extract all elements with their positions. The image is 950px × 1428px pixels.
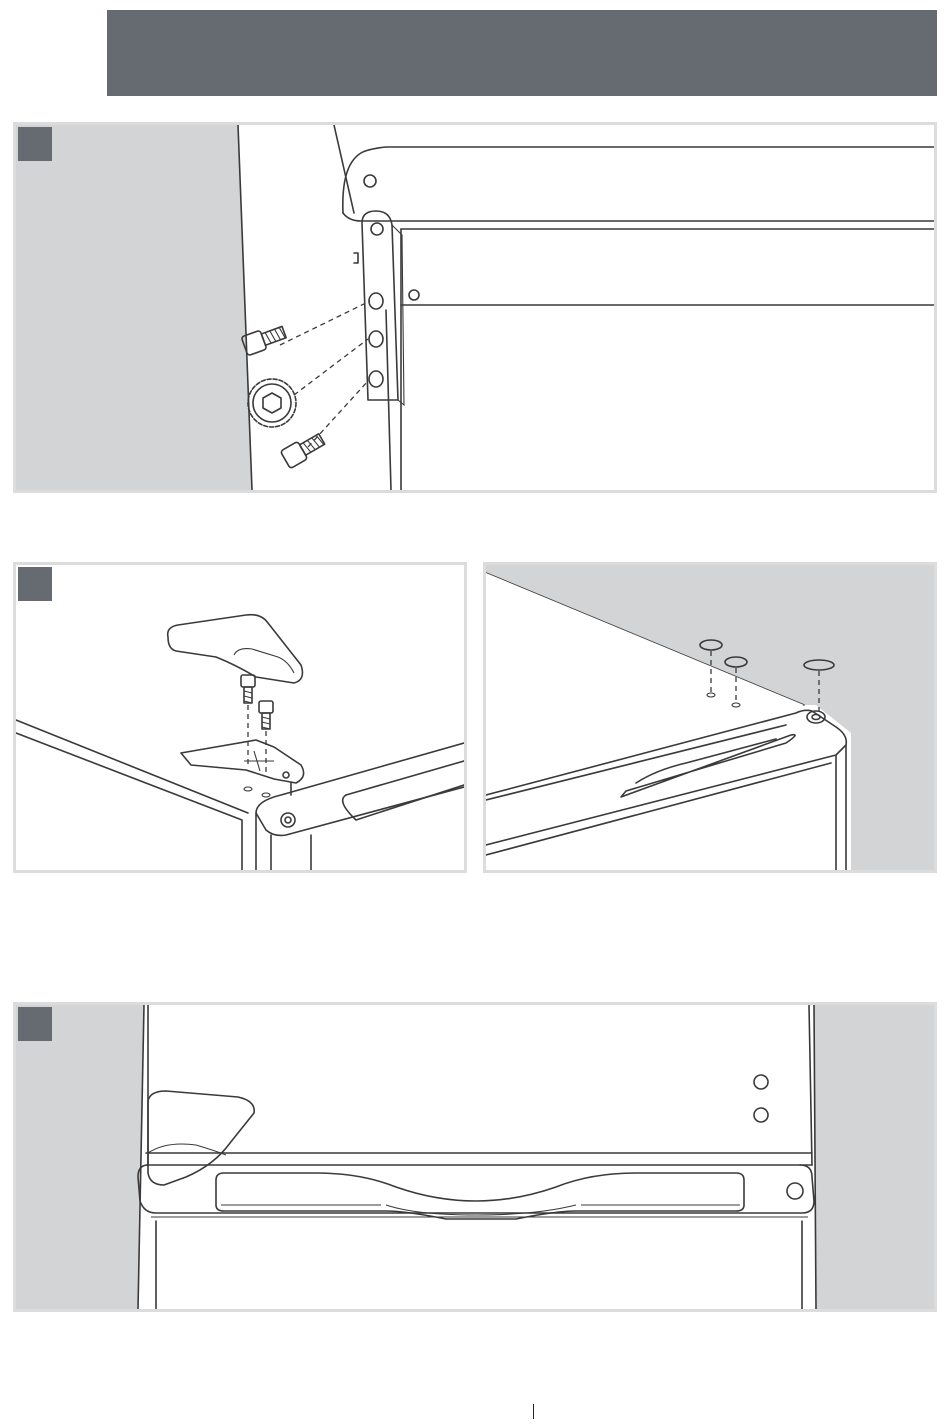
illustration-door-top-front xyxy=(13,1002,937,1312)
hinge-cover-icon xyxy=(148,1091,254,1185)
step-marker xyxy=(18,1007,52,1041)
bolt-icon xyxy=(241,675,255,703)
hinge-cover-icon xyxy=(168,615,303,683)
step-marker xyxy=(18,567,52,601)
illustration-hole-plugs xyxy=(483,562,937,873)
gear-knob-icon xyxy=(248,379,296,427)
illustration-top-hinge-cover xyxy=(13,562,467,873)
hex-bolt-icon xyxy=(280,430,326,468)
hex-bolt-icon xyxy=(241,323,287,356)
hole-plugs-drawing xyxy=(486,565,934,870)
door-handle-icon xyxy=(216,1173,744,1219)
top-hinge-cover-drawing xyxy=(16,565,464,870)
hinge-bracket-drawing xyxy=(16,125,934,490)
page-number-marker xyxy=(533,1404,534,1419)
door-top-front-drawing xyxy=(16,1005,934,1309)
step-marker xyxy=(18,127,52,161)
header-bar xyxy=(107,10,937,96)
bolt-icon xyxy=(259,701,273,729)
hinge-bracket-icon xyxy=(354,211,404,405)
illustration-hinge-bracket xyxy=(13,122,937,493)
hinge-plate-icon xyxy=(181,740,304,795)
